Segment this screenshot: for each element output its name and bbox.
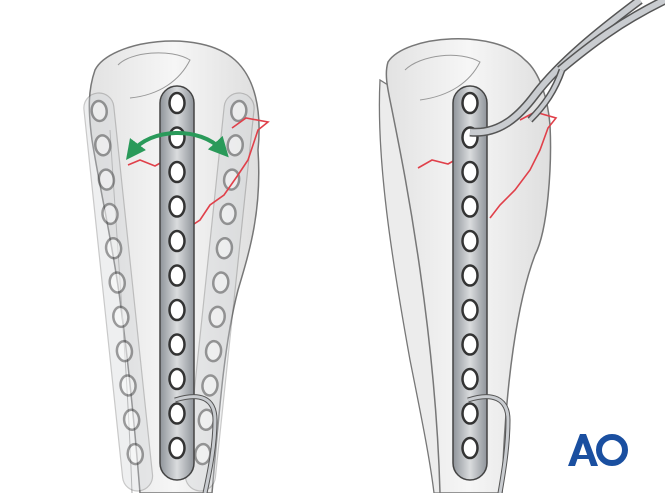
left-ghost-holes-1 — [90, 99, 145, 466]
plate-hole — [90, 99, 108, 123]
left-ghost-plate-1 — [83, 92, 154, 492]
plate-hole — [101, 202, 119, 226]
rotation-arrow — [125, 131, 229, 160]
ao-logo: AO — [566, 430, 628, 468]
plate-hole — [168, 264, 186, 287]
plate-hole — [461, 367, 479, 391]
plate-hole — [222, 168, 241, 191]
plate-hole — [219, 202, 237, 226]
ao-logo-mark — [568, 434, 628, 466]
plate-hole — [168, 436, 186, 460]
plate-hole — [168, 333, 186, 356]
plate-hole — [168, 160, 186, 184]
plate-hole — [208, 305, 226, 329]
plate-hole — [126, 442, 145, 466]
left-panel — [83, 40, 270, 493]
left-fracture-line — [127, 117, 270, 229]
plate-hole — [108, 271, 126, 294]
left-bone-line — [109, 129, 133, 493]
plate-hole — [168, 402, 186, 425]
plate-hole — [115, 339, 134, 363]
plate-hole — [201, 374, 219, 397]
plate-hole — [204, 339, 223, 363]
plate-hole — [168, 367, 186, 391]
plate-hole — [461, 229, 479, 253]
plate-hole — [461, 436, 479, 460]
plate-hole — [461, 264, 479, 287]
left-bone-contour — [117, 52, 191, 99]
plate-hole — [168, 298, 186, 322]
left-ghost-plate-2 — [184, 92, 255, 492]
plate-hole — [168, 91, 186, 115]
plate-hole — [461, 195, 479, 218]
plate-hole — [168, 126, 186, 149]
right-plate-holes — [461, 91, 479, 460]
plate-hole — [168, 229, 186, 253]
plate-hole — [119, 374, 137, 397]
right-panel — [378, 0, 665, 493]
plate-hole — [168, 195, 186, 218]
reduction-forceps — [469, 0, 665, 137]
plate-hole — [461, 298, 479, 322]
plate-hole — [104, 237, 123, 260]
plate-hole — [112, 305, 130, 329]
right-fracture-line — [417, 111, 558, 219]
plate-hole — [215, 237, 234, 260]
plate-hole — [461, 333, 479, 356]
right-bone-contour — [404, 54, 481, 101]
plate-hole — [230, 99, 248, 123]
plate-hole — [212, 271, 230, 294]
plate-hole — [122, 408, 141, 432]
plate-hole — [94, 134, 112, 157]
plate-hole — [226, 134, 244, 157]
plate-hole — [97, 168, 116, 191]
plate-hole — [461, 160, 479, 184]
plate-hole — [461, 402, 479, 425]
plate-hole — [461, 91, 479, 115]
